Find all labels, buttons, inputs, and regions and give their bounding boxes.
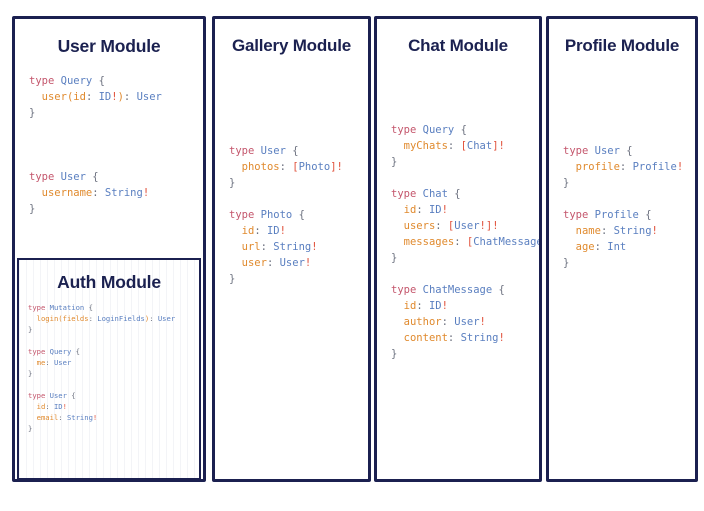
panel-title-profile-module: Profile Module	[564, 36, 680, 55]
panel-title-auth-module: Auth Module	[57, 272, 161, 292]
panel-profile-module[interactable]: Profile Module type User { profile: Prof…	[546, 16, 698, 482]
panel-title-gallery-module: Gallery Module	[231, 36, 352, 55]
panel-title-chat-module: Chat Module	[408, 36, 508, 55]
panel-auth-module[interactable]: Auth Module type Mutation { login(fields…	[17, 258, 201, 479]
code-block-auth-module: type Mutation { login(fields: LoginField…	[28, 303, 176, 433]
panel-title-user-module: User Module	[57, 36, 161, 56]
code-block-gallery-module: type User { photos: [Photo]! } type Phot…	[229, 145, 343, 285]
panel-chat-module[interactable]: Chat Module type Query { myChats: [Chat]…	[374, 16, 542, 482]
panel-user-module[interactable]: User Module type Query { user(id: ID!): …	[12, 16, 206, 482]
code-block-user-module: type Query { user(id: ID!): User } type …	[29, 75, 162, 215]
code-block-chat-module: type Query { myChats: [Chat]! } type Cha…	[391, 124, 542, 360]
panel-gallery-module[interactable]: Gallery Module type User { photos: [Phot…	[212, 16, 371, 482]
code-block-profile-module: type User { profile: Profile! } type Pro…	[563, 145, 684, 269]
